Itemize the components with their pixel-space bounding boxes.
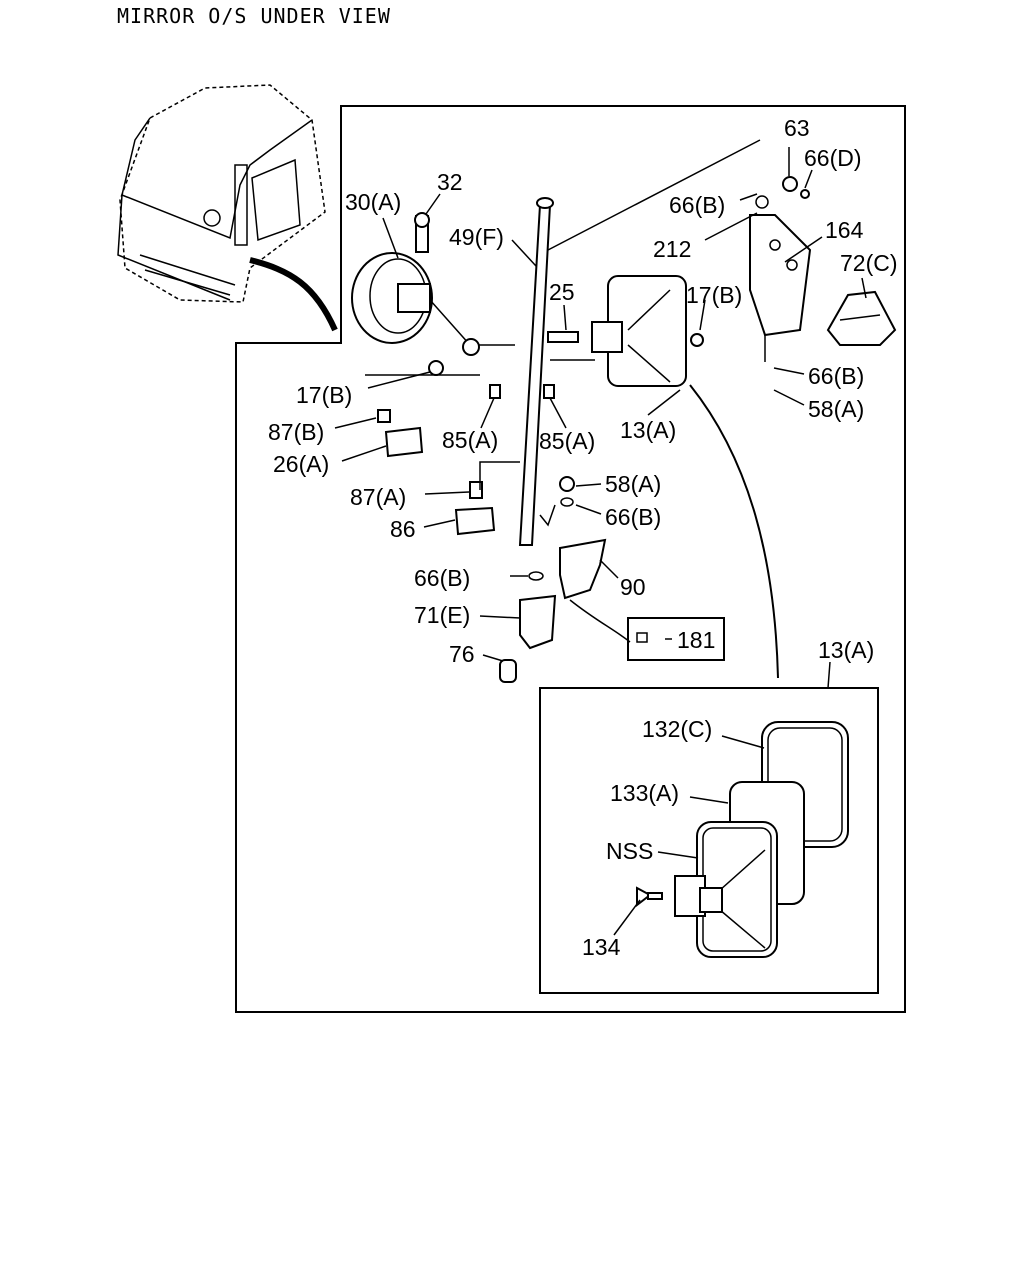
label-58a-right: 58(A) [808, 396, 864, 422]
label-87a: 87(A) [350, 484, 406, 510]
diagram-title: MIRROR O/S UNDER VIEW [117, 4, 391, 28]
label-132c: 132(C) [642, 716, 712, 742]
label-17b-left: 17(B) [296, 382, 352, 408]
label-72c: 72(C) [840, 250, 898, 276]
convex-mirror-30a [351, 212, 515, 376]
inset-mirror-parts [636, 721, 849, 958]
label-133a: 133(A) [610, 780, 679, 806]
label-66b-left: 66(B) [414, 565, 470, 591]
label-66b-top: 66(B) [669, 192, 725, 218]
label-32: 32 [437, 169, 463, 195]
inset-frame [539, 687, 879, 994]
label-25: 25 [549, 279, 575, 305]
label-66b-mid: 66(B) [605, 504, 661, 530]
label-58a-mid: 58(A) [605, 471, 661, 497]
label-66d: 66(D) [804, 145, 862, 171]
label-76: 76 [449, 641, 475, 667]
label-181: 181 [677, 627, 715, 653]
main-mirror-13a [547, 275, 704, 387]
label-66b-right: 66(B) [808, 363, 864, 389]
label-87b: 87(B) [268, 419, 324, 445]
small-parts-left [377, 384, 555, 536]
callout-arrow-13a [689, 384, 779, 679]
mirror-stay-49f [518, 139, 761, 546]
label-nss: NSS [606, 838, 653, 864]
label-13a: 13(A) [620, 417, 676, 443]
label-90: 90 [620, 574, 646, 600]
leader-lines [334, 147, 867, 936]
label-13a-inset: 13(A) [818, 637, 874, 663]
main-frame [235, 105, 906, 1013]
label-49f: 49(F) [449, 224, 504, 250]
label-134: 134 [582, 934, 621, 960]
lower-bracket-parts [499, 476, 725, 683]
label-71e: 71(E) [414, 602, 470, 628]
label-164: 164 [825, 217, 864, 243]
marker-lamp-72c [826, 290, 897, 346]
label-85a-left: 85(A) [442, 427, 498, 453]
label-63: 63 [784, 115, 810, 141]
label-85a-right: 85(A) [539, 428, 595, 454]
label-26a: 26(A) [273, 451, 329, 477]
bracket-164 [749, 176, 812, 362]
label-17b-right: 17(B) [686, 282, 742, 308]
truck-cab-illustration [117, 84, 338, 332]
label-86: 86 [390, 516, 416, 542]
label-30a: 30(A) [345, 189, 401, 215]
label-212: 212 [653, 236, 691, 262]
